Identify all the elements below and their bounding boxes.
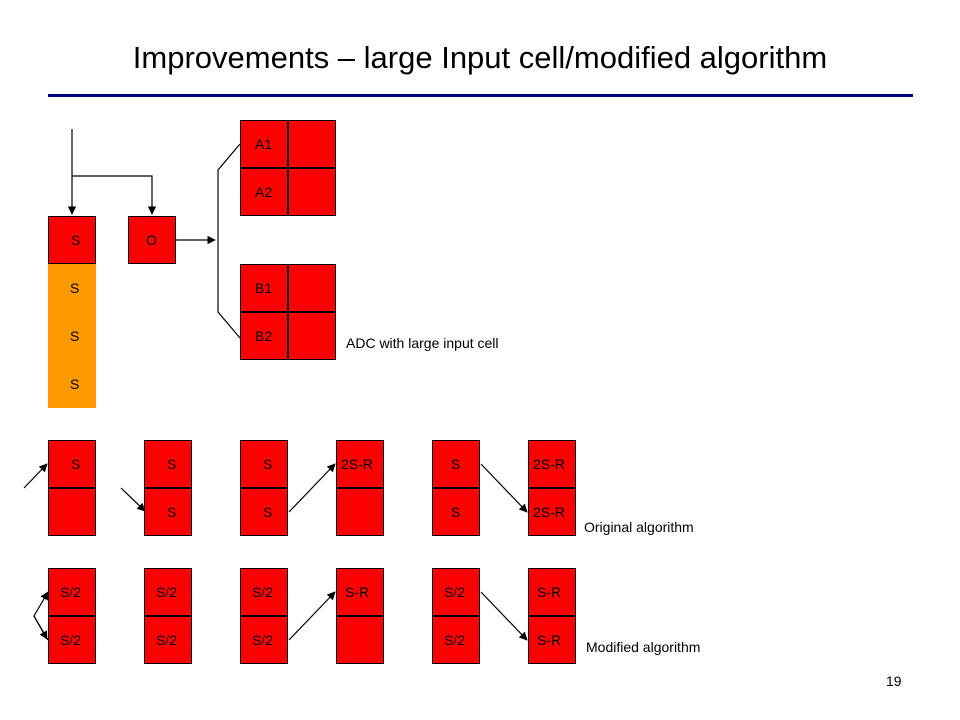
- fork-upper: [217, 143, 241, 216]
- mod-cell-4-bottom: [336, 616, 384, 664]
- orig-cell-4-top: 2S-R: [336, 440, 384, 488]
- orig-cell-1-bottom: [48, 488, 96, 536]
- mod-arrow-1-down: [33, 615, 48, 640]
- page-number: 19: [886, 673, 902, 689]
- orig-cell-4-bottom: [336, 488, 384, 536]
- output-cell: O: [128, 216, 176, 264]
- mod-cell-1-top: S/2: [48, 568, 96, 616]
- orig-arrow-3: [288, 463, 336, 513]
- input-cell-3: S: [48, 312, 96, 360]
- page-title: Improvements – large Input cell/modified…: [132, 40, 828, 75]
- input-cell-4: S: [48, 360, 96, 408]
- caption-large-input: ADC with large input cell: [346, 335, 499, 351]
- cell-b1: B1: [240, 264, 288, 312]
- orig-cell-1-top: S: [48, 440, 96, 488]
- cell-a1-right: [288, 120, 336, 168]
- cell-b2: B2: [240, 312, 288, 360]
- mod-cell-2-bottom: S/2: [144, 616, 192, 664]
- mod-cell-6-bottom: S-R: [528, 616, 576, 664]
- cell-b2-right: [288, 312, 336, 360]
- input-cell-top: S: [48, 216, 96, 264]
- orig-arrow-2: [120, 487, 146, 512]
- title-underline: [48, 94, 913, 97]
- orig-cell-5-top: S: [432, 440, 480, 488]
- orig-cell-6-bottom: 2S-R: [528, 488, 576, 536]
- mod-arrow-4: [480, 591, 528, 641]
- orig-cell-3-bottom: S: [240, 488, 288, 536]
- fork-lower: [217, 264, 241, 339]
- orig-arrow-4: [480, 463, 528, 513]
- orig-cell-2-top: S: [144, 440, 192, 488]
- mod-cell-4-top: S-R: [336, 568, 384, 616]
- orig-cell-2-bottom: S: [144, 488, 192, 536]
- orig-cell-3-top: S: [240, 440, 288, 488]
- mod-cell-2-top: S/2: [144, 568, 192, 616]
- orig-cell-6-top: 2S-R: [528, 440, 576, 488]
- orig-arrow-1: [23, 463, 48, 489]
- mod-cell-5-top: S/2: [432, 568, 480, 616]
- mod-cell-3-top: S/2: [240, 568, 288, 616]
- input-line-branch: [72, 175, 157, 215]
- input-cell-2: S: [48, 264, 96, 312]
- mod-arrow-1-up: [33, 591, 49, 641]
- orig-cell-5-bottom: S: [432, 488, 480, 536]
- mod-cell-1-bottom: S/2: [48, 616, 96, 664]
- caption-modified: Modified algorithm: [586, 639, 701, 655]
- cell-a1: A1: [240, 120, 288, 168]
- cell-a2: A2: [240, 168, 288, 216]
- mod-cell-6-top: S-R: [528, 568, 576, 616]
- mod-cell-3-bottom: S/2: [240, 616, 288, 664]
- caption-original: Original algorithm: [584, 519, 694, 535]
- cell-a2-right: [288, 168, 336, 216]
- cell-b1-right: [288, 264, 336, 312]
- mod-arrow-3: [288, 591, 336, 641]
- mod-cell-5-bottom: S/2: [432, 616, 480, 664]
